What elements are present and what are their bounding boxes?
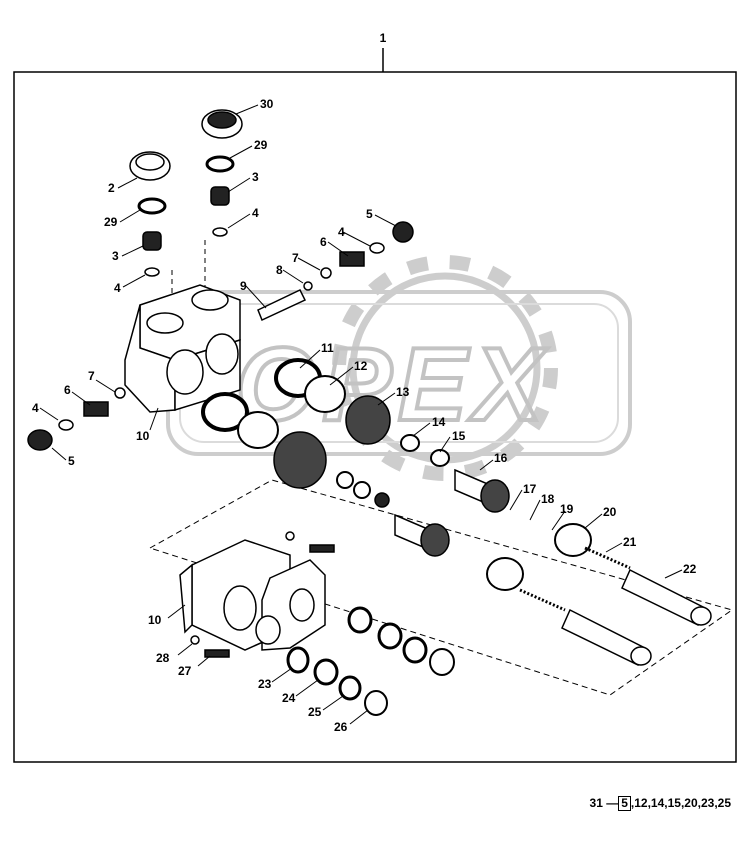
callout-2: 2 xyxy=(108,181,115,195)
callout-23: 23 xyxy=(258,677,272,691)
callout-9: 9 xyxy=(240,279,247,293)
callout-4: 4 xyxy=(338,225,345,239)
callout-13: 13 xyxy=(396,385,410,399)
callout-5: 5 xyxy=(68,454,75,468)
kit-item-list: ,12,14,15,20,23,25 xyxy=(630,796,731,810)
callout-28: 28 xyxy=(156,651,170,665)
callout-17: 17 xyxy=(523,482,537,496)
callout-30: 30 xyxy=(260,97,274,111)
callout-29: 29 xyxy=(104,215,118,229)
callout-22: 22 xyxy=(683,562,697,576)
kit-first-item: 5 xyxy=(618,796,631,811)
callout-11: 11 xyxy=(321,341,334,355)
callout-3: 3 xyxy=(252,170,259,184)
oring-29a xyxy=(205,155,235,173)
callout-19: 19 xyxy=(560,502,574,516)
fitting-3b xyxy=(142,231,162,251)
oring-29b xyxy=(137,197,167,215)
callout-4: 4 xyxy=(252,206,259,220)
leader-lines xyxy=(39,104,683,725)
callout-14: 14 xyxy=(432,415,446,429)
subassembly-outline xyxy=(148,479,734,696)
kit-number: 31 xyxy=(589,796,603,810)
callout-15: 15 xyxy=(452,429,466,443)
spring-13 xyxy=(345,395,391,445)
callout-3: 3 xyxy=(112,249,119,263)
callout-16: 16 xyxy=(494,451,508,465)
callout-10: 10 xyxy=(136,429,150,443)
callout-29: 29 xyxy=(254,138,268,152)
kit-reference: 31 —5,12,14,15,20,23,25 xyxy=(589,796,731,811)
callout-6: 6 xyxy=(320,235,327,249)
callout-24: 24 xyxy=(282,691,296,705)
callout-1: 1 xyxy=(380,31,387,45)
callout-27: 27 xyxy=(178,664,192,678)
callout-7: 7 xyxy=(292,251,299,265)
callout-10: 10 xyxy=(148,613,162,627)
callout-12: 12 xyxy=(354,359,368,373)
callout-5: 5 xyxy=(366,207,373,221)
fitting-3a xyxy=(210,186,230,206)
valve-body-lower xyxy=(179,539,326,651)
callout-26: 26 xyxy=(334,720,348,734)
callout-18: 18 xyxy=(541,492,555,506)
spring-large xyxy=(273,431,327,489)
callout-4: 4 xyxy=(114,281,121,295)
callout-20: 20 xyxy=(603,505,617,519)
callout-21: 21 xyxy=(623,535,637,549)
callout-6: 6 xyxy=(64,383,71,397)
callout-labels: 1 30 29 3 4 2 29 3 4 5 4 6 7 8 9 11 12 1… xyxy=(32,31,697,734)
callout-4: 4 xyxy=(32,401,39,415)
callout-7: 7 xyxy=(88,369,95,383)
callout-8: 8 xyxy=(276,263,283,277)
callout-25: 25 xyxy=(308,705,322,719)
assembly-frame xyxy=(13,71,737,763)
parts xyxy=(27,109,712,716)
